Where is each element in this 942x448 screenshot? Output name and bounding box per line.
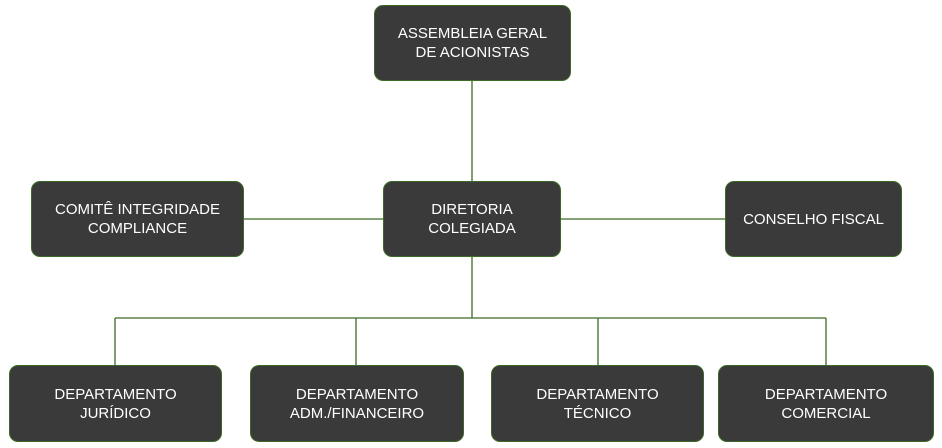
node-departamento-tecnico: DEPARTAMENTO TÉCNICO (491, 365, 704, 442)
node-label-line: COMPLIANCE (87, 220, 188, 237)
node-label-line: TÉCNICO (563, 404, 632, 422)
node-assembleia-geral-de-acionistas: ASSEMBLEIA GERAL DE ACIONISTAS (374, 5, 571, 81)
node-departamento-juridico: DEPARTAMENTO JURÍDICO (9, 365, 222, 442)
node-label-line: DEPARTAMENTO (764, 385, 888, 403)
node-label-line: DEPARTAMENTO (54, 385, 177, 403)
node-label-line: CONSELHO FISCAL (743, 210, 884, 228)
node-comite-integridade-compliance: COMITÊ INTEGRIDADE COMPLIANCE (31, 181, 244, 257)
node-label-line: ADM./FINANCEIRO (289, 404, 425, 422)
node-label-line: COMERCIAL (781, 404, 871, 422)
node-label-line: DE ACIONISTAS (415, 44, 530, 61)
node-label-line: ASSEMBLEIA GERAL (397, 25, 548, 42)
node-label-line: COLEGIADA (428, 220, 516, 237)
node-conselho-fiscal: CONSELHO FISCAL (725, 181, 902, 257)
node-departamento-adm-financeiro: DEPARTAMENTO ADM./FINANCEIRO (250, 365, 464, 442)
node-diretoria-colegiada: DIRETORIA COLEGIADA (383, 181, 561, 257)
node-label-line: DEPARTAMENTO (536, 385, 659, 403)
node-label-line: DEPARTAMENTO (295, 385, 419, 403)
node-label-line: DIRETORIA (431, 201, 513, 218)
node-departamento-comercial: DEPARTAMENTO COMERCIAL (718, 365, 934, 442)
node-label-line: JURÍDICO (80, 404, 151, 422)
node-label-line: COMITÊ INTEGRIDADE (54, 201, 220, 218)
